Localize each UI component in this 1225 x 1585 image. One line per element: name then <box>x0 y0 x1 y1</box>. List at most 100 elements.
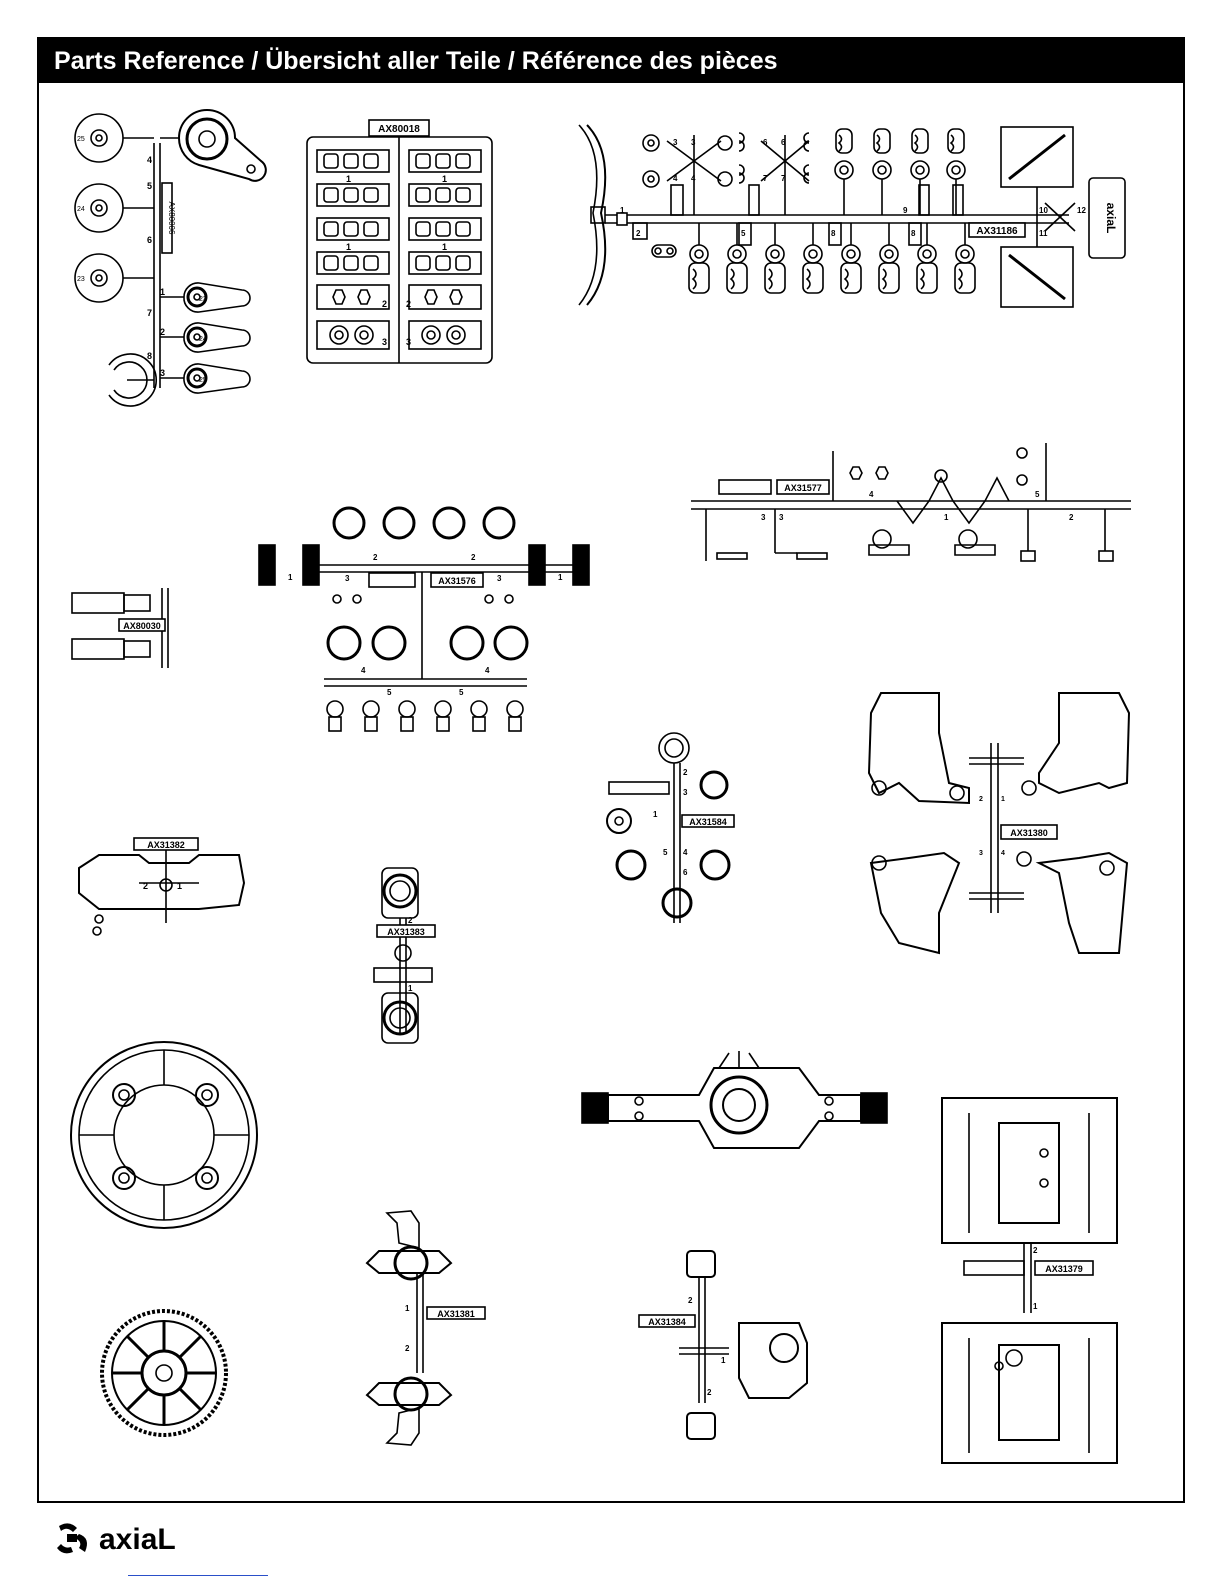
wheel-face-ring <box>70 1041 258 1229</box>
part-number: 1 <box>405 1304 410 1313</box>
part-number: 4 <box>869 490 874 499</box>
sprue-label: AX31576 <box>438 576 476 586</box>
part-number: 1 <box>620 206 625 215</box>
sprue-ax80030: AX80030 <box>71 588 169 668</box>
part-number: 1 <box>944 513 949 522</box>
part-number: 7 <box>763 174 768 183</box>
part-number: 4 <box>361 666 366 675</box>
page-title: Parts Reference / Übersicht aller Teile … <box>39 39 1183 83</box>
sprue-label: AX31383 <box>387 927 425 937</box>
part-number: 4 <box>147 155 152 165</box>
sprue-label: AX31577 <box>784 483 822 493</box>
part-number: 4 <box>673 174 678 183</box>
sprue-label: AX31584 <box>689 817 727 827</box>
part-number: 1 <box>1001 796 1005 803</box>
part-number: 3 <box>160 368 165 378</box>
part-number: 8 <box>831 229 836 238</box>
part-number: 5 <box>459 688 464 697</box>
part-number: 1 <box>288 573 293 582</box>
horn-size: 25 <box>77 136 85 143</box>
part-number: 1 <box>160 287 165 297</box>
part-number: 1 <box>558 573 563 582</box>
part-number: 8 <box>911 229 916 238</box>
part-number: 5 <box>663 848 668 857</box>
sprue-ax31577: AX31577 3 3 4 1 5 2 <box>691 443 1131 562</box>
part-number: 2 <box>405 1344 410 1353</box>
part-number: 2 <box>688 1296 693 1305</box>
axial-logo-icon <box>57 1523 87 1554</box>
sprue-ax31381: AX31381 1 2 <box>365 1210 486 1446</box>
sprue-label: AX31379 <box>1045 1264 1083 1274</box>
part-number: 11 <box>1039 229 1048 238</box>
part-number: 2 <box>143 881 148 891</box>
sprue-ax31380: AX31380 2 1 3 4 <box>867 692 1131 955</box>
horn-size: 23 <box>77 276 85 283</box>
part-number: 5 <box>741 229 746 238</box>
part-number: 3 <box>673 138 678 147</box>
part-number: 3 <box>345 574 350 583</box>
part-number: 5 <box>147 181 152 191</box>
sprue-ax80018: AX80018 1 1 1 1 2 2 <box>306 119 493 364</box>
sprue-ax31384: AX31384 2 1 2 <box>638 1250 808 1440</box>
part-number: 3 <box>691 138 696 147</box>
part-number: 2 <box>408 916 413 925</box>
part-number: 3 <box>979 850 983 857</box>
part-number: 2 <box>382 299 387 309</box>
sprue-label: AX80030 <box>123 621 161 631</box>
part-number: 2 <box>683 768 688 777</box>
axial-logo: axiaL <box>57 1523 176 1556</box>
part-number: 2 <box>979 796 983 803</box>
sprue-ax31382: AX31382 2 1 <box>78 837 246 936</box>
part-number: 3 <box>406 337 411 347</box>
part-number: 1 <box>721 1356 726 1365</box>
part-number: 8 <box>147 351 152 361</box>
horn-size: 23 <box>199 296 207 303</box>
part-number: 4 <box>1001 850 1005 857</box>
part-number: 3 <box>382 337 387 347</box>
part-number: 2 <box>1069 513 1074 522</box>
part-number: 6 <box>147 235 152 245</box>
wheel-spoked <box>100 1309 228 1437</box>
part-number: 2 <box>406 299 411 309</box>
part-number: 5 <box>387 688 392 697</box>
sprue-ax80006: AX80006 5 4 6 1 7 2 8 3 25 24 23 23 24 2… <box>74 109 267 407</box>
sprue-label: AX80006 <box>167 202 176 235</box>
parts-diagram: AX80006 5 4 6 1 7 2 8 3 25 24 23 23 24 2… <box>70 109 1131 1464</box>
part-number: 6 <box>763 138 768 147</box>
horn-size: 24 <box>77 206 85 213</box>
sprue-ax31576: AX31576 1 2 2 1 3 3 4 4 5 5 <box>258 506 590 732</box>
part-number: 2 <box>373 553 378 562</box>
part-number: 1 <box>408 984 413 993</box>
part-number: 1 <box>346 174 351 184</box>
part-number: 1 <box>442 174 447 184</box>
part-number: 3 <box>497 574 502 583</box>
sprue-label: AX31186 <box>976 226 1018 237</box>
part-number: 1 <box>346 242 351 252</box>
sprue-label: AX31381 <box>437 1309 475 1319</box>
part-number: 1 <box>1033 1302 1038 1311</box>
part-number: 3 <box>683 788 688 797</box>
sprue-label: AX31382 <box>147 840 185 850</box>
part-number: 4 <box>485 666 490 675</box>
part-number: 12 <box>1077 206 1086 215</box>
part-number: 3 <box>761 513 766 522</box>
sprue-ax31186: axiaL AX31186 1 2 3 3 4 4 5 6 6 7 7 8 8 … <box>578 124 1126 308</box>
sprue-ax31379: AX31379 2 1 <box>941 1097 1118 1464</box>
footer-link-underline[interactable] <box>128 1575 268 1576</box>
part-number: 2 <box>707 1388 712 1397</box>
part-number: 2 <box>1033 1246 1038 1255</box>
sprue-ax31383: AX31383 2 1 <box>373 867 436 1044</box>
part-number: 6 <box>781 138 786 147</box>
part-number: 9 <box>903 206 908 215</box>
sprue-label: AX31384 <box>648 1317 686 1327</box>
part-number: 3 <box>779 513 784 522</box>
sprue-label: AX31380 <box>1010 828 1048 838</box>
part-number: 7 <box>781 174 786 183</box>
part-number: 4 <box>691 174 696 183</box>
part-number: 5 <box>1035 490 1040 499</box>
part-number: 1 <box>442 242 447 252</box>
sprue-label: AX80018 <box>378 124 420 135</box>
part-number: 1 <box>177 881 182 891</box>
axle-housing <box>581 1051 888 1149</box>
part-number: 2 <box>471 553 476 562</box>
